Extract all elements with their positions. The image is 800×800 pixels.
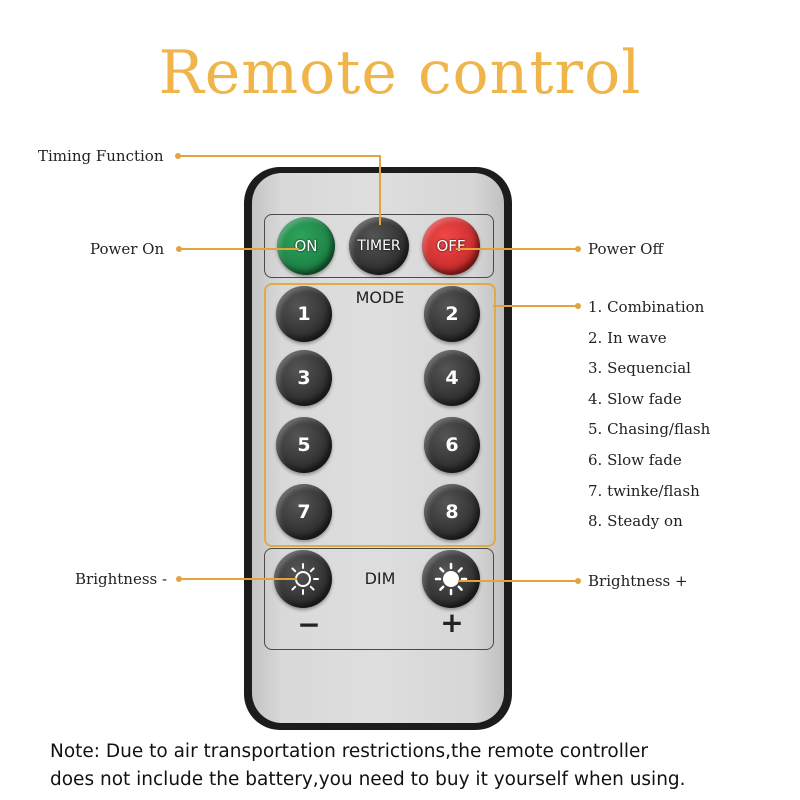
mode-1-button[interactable]: 1 [276,286,332,342]
mode-3-button[interactable]: 3 [276,350,332,406]
timer-button[interactable]: TIMER [349,217,409,275]
mode-label: MODE [355,288,405,307]
mode-panel [264,283,496,547]
off-button[interactable]: OFF [422,217,480,275]
mode-list-item: 8. Steady on [588,512,683,531]
callout-line [178,155,380,157]
callout-line [179,248,299,250]
brightness-plus-label: Brightness + [588,572,688,590]
mode-list-item: 3. Sequencial [588,359,691,378]
plus-sign: + [440,606,464,639]
mode-6-button[interactable]: 6 [424,417,480,473]
callout-dot [575,303,581,309]
mode-list-item: 6. Slow fade [588,450,682,469]
mode-7-button[interactable]: 7 [276,484,332,540]
mode-list-item: 4. Slow fade [588,389,682,408]
brightness-minus-label: Brightness - [75,570,168,588]
page-title: Remote control [158,38,642,108]
battery-note: Note: Due to air transportation restrict… [50,738,790,794]
dim-panel [264,548,494,650]
sun-filled-icon [434,562,468,596]
power-off-label: Power Off [588,240,664,258]
minus-sign: − [297,608,321,641]
mode-list: 1. Combination 2. In wave 3. Sequencial … [588,297,710,542]
mode-list-item: 7. twinke/flash [588,481,700,500]
callout-dot [575,578,581,584]
callout-line [179,578,297,580]
mode-list-item: 5. Chasing/flash [588,420,711,439]
mode-4-button[interactable]: 4 [424,350,480,406]
mode-8-button[interactable]: 8 [424,484,480,540]
callout-line [458,580,578,582]
timing-function-label: Timing Function [38,147,164,165]
brightness-down-button[interactable] [274,550,332,608]
mode-5-button[interactable]: 5 [276,417,332,473]
mode-list-item: 1. Combination [588,298,705,316]
note-line-2: does not include the battery,you need to… [50,769,686,790]
mode-list-item: 2. In wave [588,328,667,347]
callout-line [456,248,578,250]
power-on-label: Power On [90,240,165,258]
callout-line [493,305,577,307]
mode-2-button[interactable]: 2 [424,286,480,342]
dim-label: DIM [364,569,396,588]
note-line-1: Note: Due to air transportation restrict… [50,741,648,762]
on-button[interactable]: ON [277,217,335,275]
brightness-up-button[interactable] [422,550,480,608]
callout-line [379,155,381,225]
callout-dot [575,246,581,252]
